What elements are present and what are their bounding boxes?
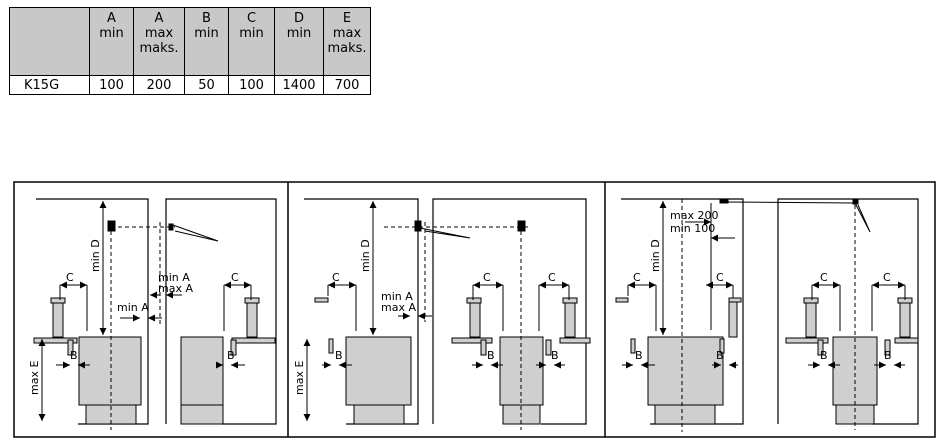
diagram-frame	[13, 181, 936, 438]
value-a-min: 100	[89, 75, 134, 95]
label-max-a: max A	[381, 301, 416, 314]
label-min-100: min 100	[670, 222, 715, 235]
label-b: B	[70, 349, 78, 362]
value-e-max: 700	[323, 75, 371, 95]
panel-1-labels: min D max E C C B B min A min A max A	[28, 239, 239, 395]
label-max-e: max E	[293, 361, 306, 395]
label-c: C	[716, 271, 724, 284]
label-min-d: min D	[359, 239, 372, 272]
label-c: C	[66, 271, 74, 284]
label-max-a: max A	[158, 282, 193, 295]
panel-3-labels: min D max 200 min 100 C C C C B B B B	[633, 209, 892, 362]
label-b: B	[487, 349, 495, 362]
panel-2-labels: min D max E C C C B B B min A max A	[293, 239, 559, 395]
label-b: B	[335, 349, 343, 362]
label-b: B	[820, 349, 828, 362]
label-c: C	[633, 271, 641, 284]
label-b: B	[551, 349, 559, 362]
value-a-max: 200	[133, 75, 185, 95]
label-min-a: min A	[381, 290, 413, 303]
label-max-e: max E	[28, 361, 41, 395]
panel-2	[303, 198, 591, 430]
value-d-min: 1400	[274, 75, 324, 95]
label-b: B	[716, 349, 724, 362]
label-c: C	[483, 271, 491, 284]
value-c-min: 100	[228, 75, 275, 95]
value-b-min: 50	[184, 75, 229, 95]
header-blank	[9, 7, 90, 76]
label-b: B	[635, 349, 643, 362]
panel-3	[615, 198, 919, 432]
label-c: C	[332, 271, 340, 284]
label-min-a: min A	[117, 301, 149, 314]
label-min-d: min D	[89, 239, 102, 272]
panel-1	[33, 198, 277, 430]
label-min-d: min D	[649, 239, 662, 272]
label-c: C	[820, 271, 828, 284]
table-row: K15G 100 200 50 100 1400 700	[9, 75, 371, 95]
label-min-a: min A	[158, 271, 190, 284]
label-c: C	[883, 271, 891, 284]
model-cell: K15G	[9, 75, 90, 95]
label-b: B	[884, 349, 892, 362]
label-c: C	[231, 271, 239, 284]
label-max-200: max 200	[670, 209, 718, 222]
label-c: C	[548, 271, 556, 284]
label-b: B	[227, 349, 235, 362]
